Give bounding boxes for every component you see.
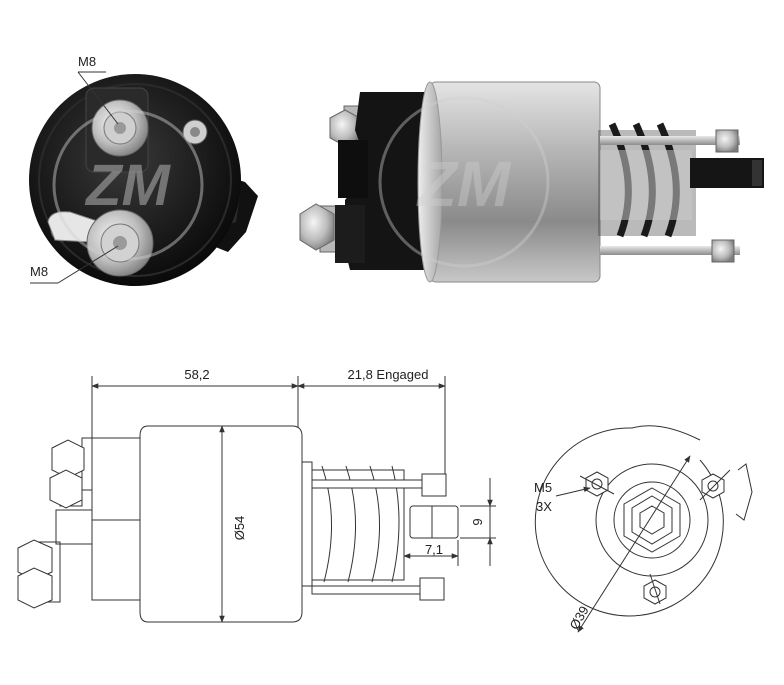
- watermark-logo: ZM: [378, 96, 550, 268]
- leader-line: [77, 71, 119, 125]
- side-plunger: [690, 158, 764, 188]
- drawing-cylinder: [139, 425, 303, 623]
- drawing-plunger: [409, 505, 459, 539]
- label-bolt-thread: M5: [534, 480, 552, 495]
- photo-end-view: ZM M8 M8: [29, 54, 258, 286]
- label-diameter: Ø54: [232, 516, 247, 541]
- label-bottom-terminal: M8: [30, 264, 48, 279]
- label-flange-diameter: Ø39: [566, 603, 591, 632]
- technical-drawing-side: [17, 376, 496, 623]
- photo-side-view: ZM: [299, 81, 764, 283]
- dim-flange-line: [577, 455, 691, 633]
- side-cap: [345, 92, 440, 270]
- label-length: 58,2: [184, 367, 209, 382]
- watermark-text: ZM: [416, 148, 512, 220]
- label-plunger-height: 9: [470, 518, 485, 525]
- watermark-text: ZM: [84, 153, 171, 218]
- terminal-top: [85, 87, 149, 173]
- label-top-terminal: M8: [78, 54, 96, 69]
- side-rod-bottom: [600, 246, 740, 255]
- side-rod-top: [600, 136, 740, 145]
- label-stroke: 21,8 Engaged: [348, 367, 429, 382]
- technical-drawing-end: [534, 425, 753, 633]
- label-plunger-offset: 7,1: [425, 542, 443, 557]
- side-connector: [338, 140, 368, 198]
- watermark-logo: ZM: [52, 109, 204, 261]
- label-bolt-count: 3X: [536, 499, 552, 514]
- terminal-bottom: [47, 209, 154, 277]
